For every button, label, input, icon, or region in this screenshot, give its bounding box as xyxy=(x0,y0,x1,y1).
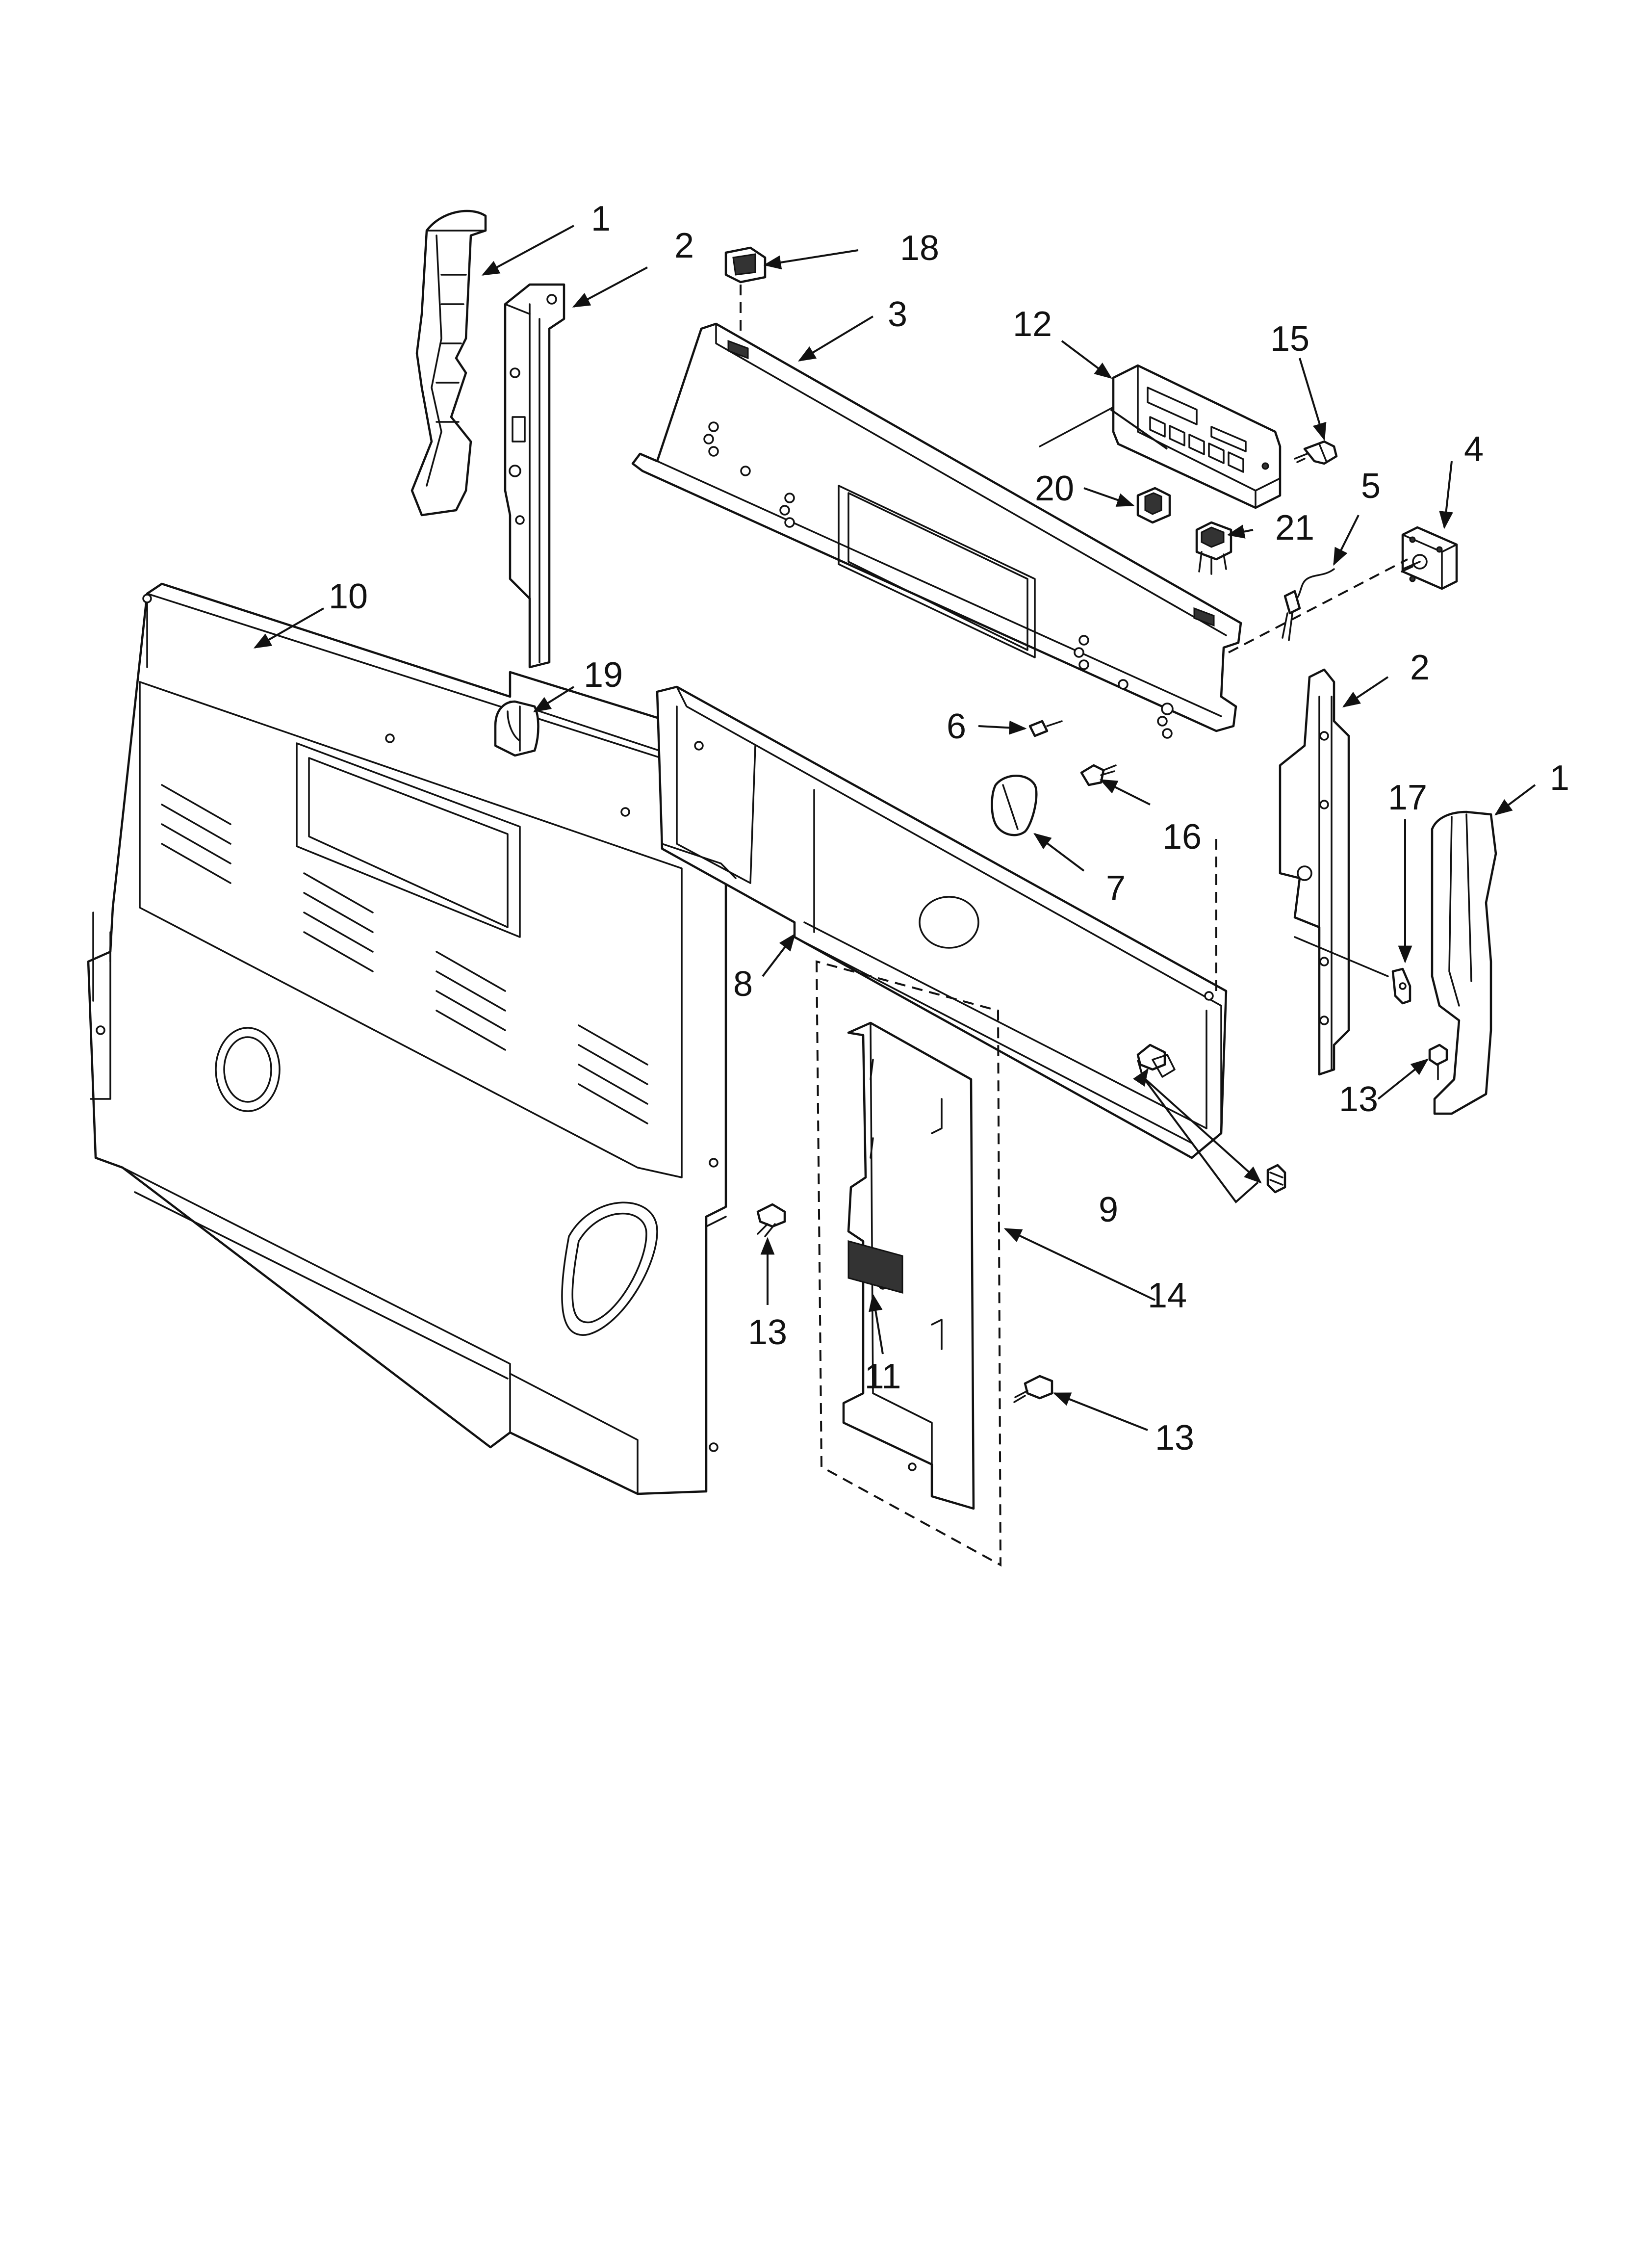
infinite-switch-part xyxy=(1401,526,1458,590)
callout-13-right: 13 xyxy=(1339,1080,1378,1119)
label-part xyxy=(847,1240,903,1294)
callout-6: 6 xyxy=(947,707,966,746)
callout-8: 8 xyxy=(733,965,753,1004)
callout-3: 3 xyxy=(888,295,907,334)
callout-11: 11 xyxy=(865,1357,901,1396)
screw-part-9-lower xyxy=(1266,1164,1286,1194)
control-panel-part xyxy=(631,322,1242,739)
switch-part-18 xyxy=(724,246,767,339)
callout-20: 20 xyxy=(1035,469,1074,508)
callout-2-right: 2 xyxy=(1410,648,1430,687)
clip-part-19 xyxy=(494,700,539,757)
callout-13-bottom: 13 xyxy=(1155,1418,1194,1458)
callout-13-left: 13 xyxy=(748,1313,787,1352)
electronic-control-part xyxy=(1039,364,1282,509)
callout-9: 9 xyxy=(1099,1190,1118,1229)
callout-1: 1 xyxy=(591,199,611,238)
callout-18: 18 xyxy=(900,229,939,268)
callout-21: 21 xyxy=(1275,508,1314,547)
rear-panel-part xyxy=(87,582,727,1495)
screw-part-9-upper xyxy=(1136,1043,1176,1078)
screw-part-13-right xyxy=(1428,1043,1448,1080)
screw-part-13-left xyxy=(756,1203,786,1237)
callout-15: 15 xyxy=(1270,319,1309,359)
wiring-cover-part xyxy=(815,960,1002,1567)
side-bracket-right-part xyxy=(1279,668,1389,1076)
callout-19: 19 xyxy=(584,655,623,695)
end-cap-left-part xyxy=(410,209,487,517)
callout-12: 12 xyxy=(1013,305,1052,344)
side-bracket-left-part xyxy=(504,283,565,669)
callout-1-right: 1 xyxy=(1550,758,1569,798)
clip-part-17 xyxy=(1391,967,1411,1005)
screw-part-15 xyxy=(1294,440,1338,465)
callout-17: 17 xyxy=(1388,778,1427,817)
callout-14: 14 xyxy=(1148,1276,1187,1315)
wire-harness-part xyxy=(1282,568,1335,641)
callout-7: 7 xyxy=(1106,869,1126,908)
manifold-panel-part xyxy=(656,685,1228,1159)
screw-part-6 xyxy=(1028,720,1063,737)
callout-5: 5 xyxy=(1361,467,1381,506)
callout-16: 16 xyxy=(1162,817,1202,857)
callout-2: 2 xyxy=(674,226,694,265)
end-cap-right-part xyxy=(1431,810,1497,1115)
screw-part-13-bottom xyxy=(1013,1375,1053,1403)
relay-part-21 xyxy=(1195,521,1232,575)
screw-part-16 xyxy=(1080,764,1117,786)
knob-part xyxy=(991,775,1038,836)
relay-part-20 xyxy=(1136,487,1171,524)
callout-4: 4 xyxy=(1464,430,1484,469)
callout-10: 10 xyxy=(329,577,368,616)
